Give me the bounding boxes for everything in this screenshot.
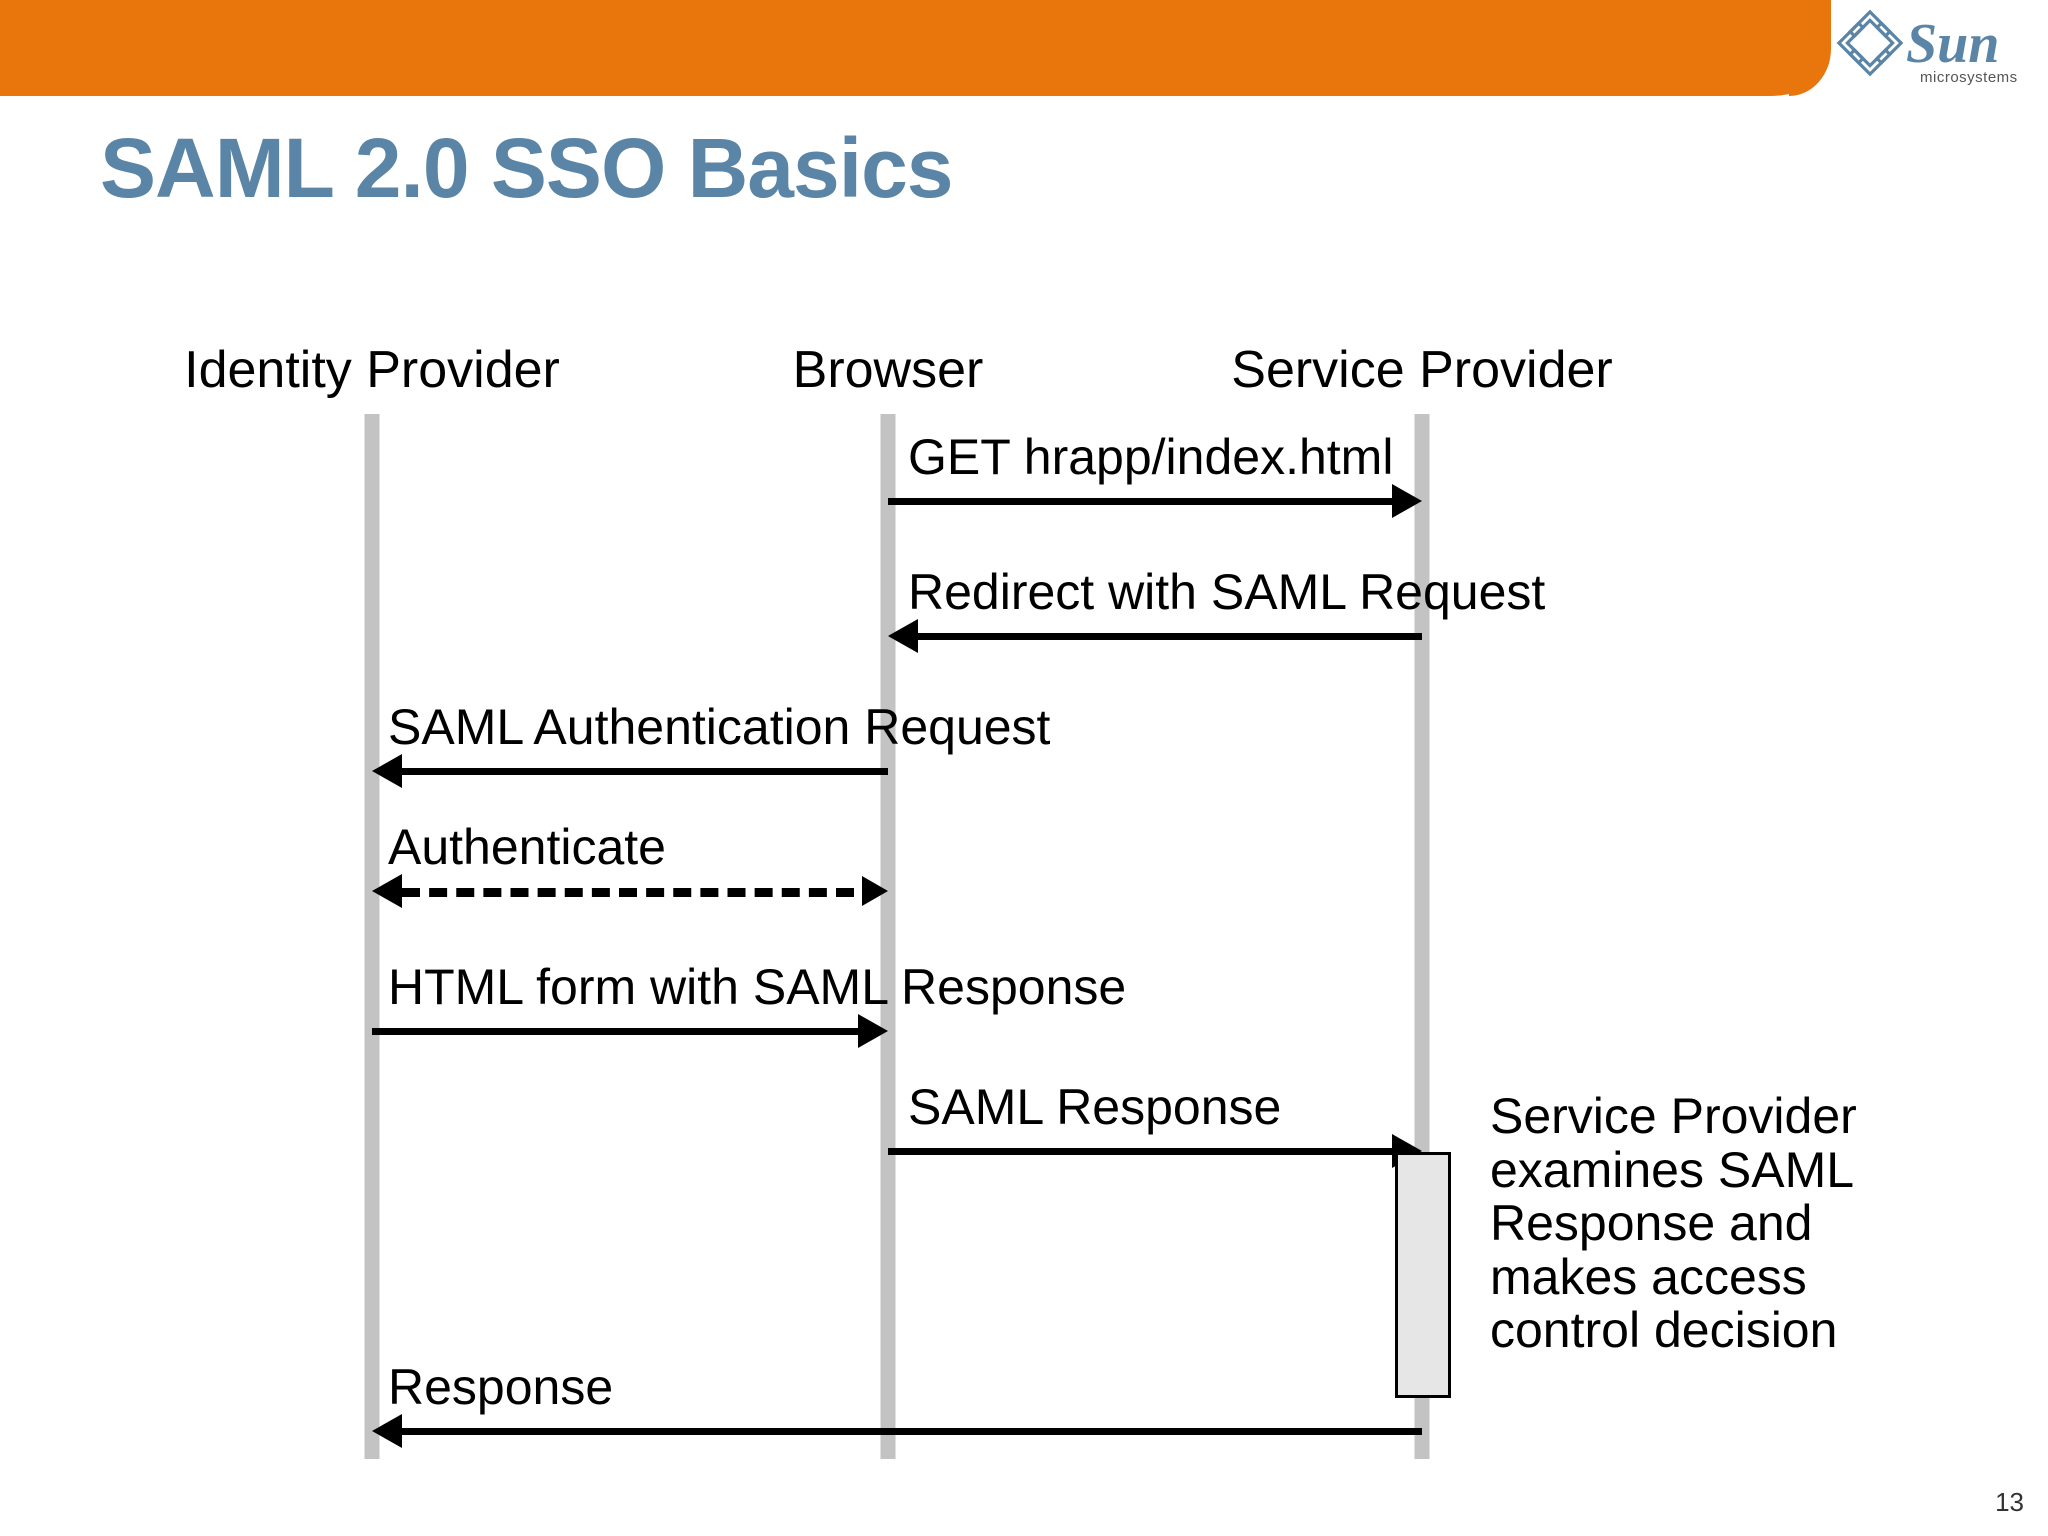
header-banner — [0, 0, 1831, 96]
message-line-redirect-with-saml-request — [918, 633, 1422, 640]
message-label-get-hrapp-index: GET hrapp/index.html — [908, 429, 1394, 485]
lane-header-identity-provider: Identity Provider — [184, 341, 560, 399]
message-line-saml-authentication-request — [402, 768, 888, 775]
message-label-html-form-with-saml-response: HTML form with SAML Response — [388, 959, 1127, 1015]
note-line: Response and — [1490, 1195, 1813, 1251]
sun-microsystems-logo: Sun microsystems — [1834, 6, 2034, 92]
message-line-authenticate-dashed — [402, 888, 854, 897]
lane-header-service-provider: Service Provider — [1231, 341, 1613, 399]
note-line: makes access — [1490, 1248, 1807, 1305]
message-label-saml-response: SAML Response — [908, 1079, 1282, 1135]
arrowhead-left-icon — [372, 1414, 402, 1448]
diagram-note-service-provider: Service Provider examines SAML Response … — [1490, 1088, 1857, 1358]
svg-text:microsystems: microsystems — [1920, 69, 2018, 86]
page-number: 13 — [1995, 1487, 2024, 1517]
activation-box-service-provider — [1395, 1152, 1451, 1398]
lifeline-identity-provider — [364, 414, 380, 1459]
message-label-saml-authentication-request: SAML Authentication Request — [388, 699, 1051, 755]
svg-text:Sun: Sun — [1906, 13, 1999, 75]
arrowhead-left-icon — [888, 619, 918, 653]
arrowhead-right-icon — [1392, 484, 1422, 518]
lane-header-browser: Browser — [792, 341, 984, 399]
message-line-get-hrapp-index — [888, 498, 1394, 505]
page-title: SAML 2.0 SSO Basics — [100, 121, 953, 215]
message-line-saml-response — [888, 1148, 1394, 1155]
note-line: Service Provider — [1490, 1088, 1857, 1144]
note-line: control decision — [1490, 1302, 1838, 1358]
arrowhead-right-icon — [862, 876, 888, 906]
message-line-response — [402, 1428, 1422, 1435]
message-label-redirect-with-saml-request: Redirect with SAML Request — [908, 564, 1546, 620]
arrowhead-left-icon — [372, 754, 402, 788]
message-label-authenticate: Authenticate — [388, 819, 666, 875]
note-line: examines SAML — [1490, 1141, 1855, 1198]
message-line-html-form-with-saml-response — [372, 1028, 862, 1035]
arrowhead-left-icon — [372, 874, 402, 908]
lifeline-browser — [880, 414, 896, 1459]
arrowhead-right-icon — [858, 1014, 888, 1048]
message-label-response: Response — [388, 1359, 614, 1415]
